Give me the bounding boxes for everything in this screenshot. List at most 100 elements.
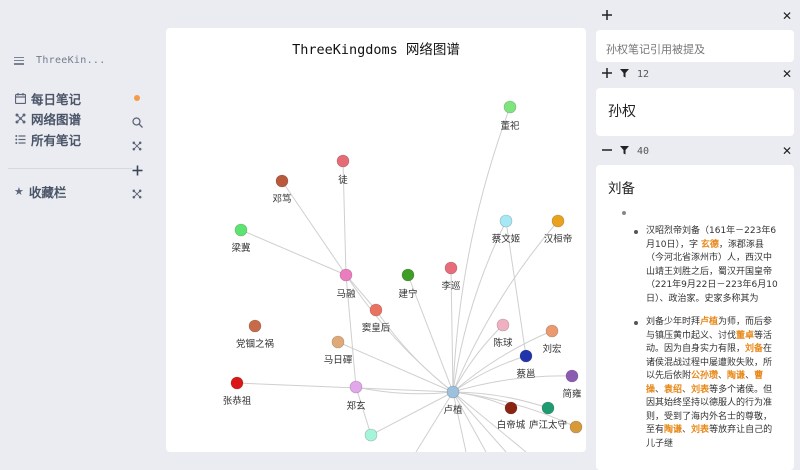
graph-node[interactable]	[565, 369, 579, 383]
graph-node-label: 徒	[338, 174, 348, 186]
graph-edge	[375, 309, 454, 393]
graph-edge	[355, 386, 372, 436]
sidebar-tools	[130, 86, 144, 206]
doc-count: 40	[637, 145, 650, 157]
text-run: 、	[745, 371, 755, 381]
text-run: 为师，而后参与镇压黄巾起义、讨伐	[646, 317, 773, 341]
doc-list: 汉昭烈帝刘备（161年－223年6月10日），字 玄德，涿郡涿县（今河北省涿州市…	[608, 225, 782, 451]
graph-node-label: 郑玄	[346, 400, 365, 412]
graph-node[interactable]	[545, 324, 559, 338]
note-title: 孙权	[608, 104, 636, 120]
sidebar-item-label: 每日笔记	[31, 91, 82, 107]
graph-node[interactable]	[446, 385, 460, 399]
graph-node-label: 党锢之祸	[236, 338, 274, 350]
text-run: 等放弃让自己的儿子继	[646, 425, 773, 449]
graph-edge	[337, 341, 454, 393]
text-run: 等多个诸侯。但因其始终坚持以德服人的行为准则，受到了海内外名士的尊敬，至有	[646, 384, 773, 436]
filter-icon[interactable]	[620, 144, 629, 159]
note-link[interactable]: 曹操	[646, 371, 764, 395]
graph-edge	[355, 386, 454, 395]
note-link[interactable]: 刘表	[691, 384, 710, 395]
graph-node[interactable]	[496, 318, 510, 332]
list-item: 汉昭烈帝刘备（161年－223年6月10日），字 玄德，涿郡涿县（今河北省涿州市…	[634, 225, 782, 306]
text-run: 、	[682, 384, 692, 395]
graph-node-label: 简雍	[562, 388, 582, 400]
note-link[interactable]: 陶谦	[727, 371, 746, 381]
list-item: 刘备少年时拜卢植为师，而后参与镇压黄巾起义、讨伐董卓等活动。因为自身实力有限，刘…	[634, 316, 782, 451]
graph-edge	[452, 391, 507, 452]
graph-node[interactable]	[369, 303, 383, 317]
list-icon	[14, 133, 26, 145]
add-icon[interactable]	[602, 9, 612, 24]
add-icon[interactable]	[130, 158, 144, 182]
note-card-liubei: 刘备 汉昭烈帝刘备（161年－223年6月10日），字 玄德，涿郡涿县（今河北省…	[596, 165, 794, 470]
graph-edge	[415, 391, 454, 452]
sidebar-item-label: 网络图谱	[31, 112, 82, 128]
note-link[interactable]: 公孙瓒	[691, 371, 719, 381]
graph-node-label: 窦皇后	[362, 322, 391, 334]
graph-node-label: 白帝城	[497, 419, 526, 431]
graph-node[interactable]	[364, 428, 378, 442]
sidebar-item-graph[interactable]: 网络图谱	[14, 109, 81, 130]
graph-node[interactable]	[551, 214, 565, 228]
graph-node-label: 邓笃	[272, 193, 291, 205]
graph-node[interactable]	[331, 335, 345, 349]
search-icon[interactable]	[130, 110, 144, 134]
collapse-icon[interactable]	[602, 144, 612, 159]
sidebar-item-all-notes[interactable]: 所有笔记	[14, 129, 81, 150]
graph-node[interactable]	[541, 401, 555, 415]
text-run: 、	[682, 425, 692, 435]
graph-node-label: 建宁	[398, 288, 417, 300]
note-link[interactable]: 董卓	[736, 330, 755, 341]
sidebar-header: ThreeKin...	[14, 55, 106, 66]
graph-node-label: 李巡	[441, 280, 461, 292]
graph-tool-icon[interactable]	[130, 134, 144, 158]
graph-node-label: 汉桓帝	[544, 233, 573, 245]
close-icon[interactable]: ✕	[781, 144, 792, 158]
calendar-icon	[14, 92, 26, 104]
graph-edge	[452, 106, 511, 393]
sidebar-item-favorites[interactable]: ★ 收藏栏	[14, 182, 66, 201]
doc-title: 刘备	[608, 181, 635, 197]
graph-panel[interactable]: ThreeKingdoms 网络图谱 董祀徒邓笃梁冀蔡文姬汉桓帝马融建宁李巡窦皇…	[166, 28, 586, 452]
note-card-sunquan[interactable]: 孙权	[596, 88, 794, 136]
close-icon[interactable]: ✕	[781, 67, 792, 81]
graph-node[interactable]	[504, 401, 518, 415]
graph-node[interactable]	[444, 261, 458, 275]
graph-node[interactable]	[339, 268, 353, 282]
note-link[interactable]: 刘备	[745, 344, 764, 354]
add-icon[interactable]	[602, 67, 612, 82]
sidebar-item-daily-notes[interactable]: 每日笔记	[14, 88, 81, 109]
graph-node[interactable]	[248, 319, 262, 333]
bullet-icon	[622, 211, 626, 215]
graph-edge	[452, 355, 527, 393]
graph-node[interactable]	[499, 214, 513, 228]
note-link[interactable]: 袁绍	[664, 384, 683, 395]
graph-node[interactable]	[503, 100, 517, 114]
note-link[interactable]: 刘表	[691, 425, 710, 435]
graph-node[interactable]	[401, 268, 415, 282]
graph-icon	[14, 113, 26, 125]
graph-node[interactable]	[519, 349, 533, 363]
note-link[interactable]: 玄德	[700, 239, 719, 250]
note-link[interactable]: 陶谦	[664, 425, 683, 435]
note-link[interactable]: 卢植	[700, 317, 719, 327]
search-toolbar: ✕	[594, 3, 800, 29]
filter-icon[interactable]	[620, 67, 629, 82]
vault-title: ThreeKin...	[36, 55, 106, 66]
graph-node-label: 董祀	[500, 120, 520, 132]
graph-node[interactable]	[234, 223, 248, 237]
close-icon[interactable]: ✕	[781, 9, 792, 23]
graph-node[interactable]	[349, 380, 363, 394]
graph-node[interactable]	[230, 376, 244, 390]
graph-edge	[281, 180, 347, 276]
graph-edge	[407, 274, 454, 393]
graph-tool-icon-2[interactable]	[130, 182, 144, 206]
graph-edge	[452, 330, 553, 393]
graph-node[interactable]	[275, 174, 289, 188]
graph-node[interactable]	[569, 420, 583, 434]
menu-icon[interactable]	[14, 56, 24, 65]
graph-canvas[interactable]: 董祀徒邓笃梁冀蔡文姬汉桓帝马融建宁李巡窦皇后党锢之祸马日磾陈球刘宏蔡邕简雍张恭祖…	[166, 28, 586, 452]
search-input[interactable]	[606, 43, 784, 56]
graph-node[interactable]	[336, 154, 350, 168]
